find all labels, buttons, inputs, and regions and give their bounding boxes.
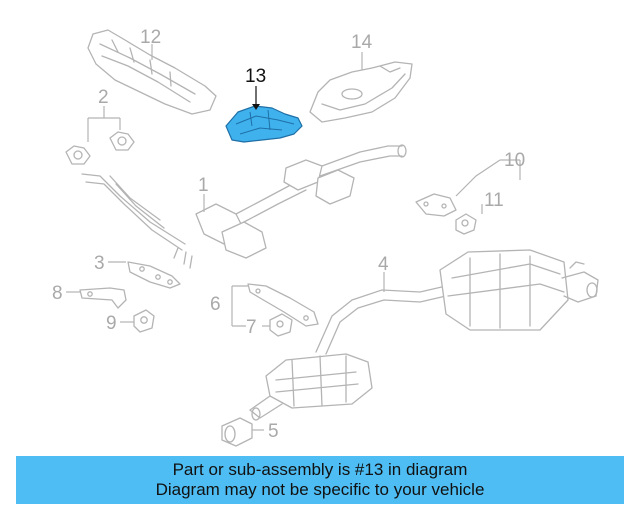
part-5-clamp [221,417,253,447]
part-14-heat-shield [309,61,413,123]
callout-10: 10 [504,150,525,171]
callout-6: 6 [210,294,221,315]
part-1-front-pipe-assembly [81,144,407,269]
callout-11: 11 [484,190,504,211]
part-2-gaskets [65,131,135,165]
callout-2: 2 [98,87,109,108]
exhaust-parts-diagram: 12 14 13 2 [52,27,599,447]
callout-9: 9 [106,313,117,334]
part-10-hanger-bracket [415,193,457,217]
center-muffler [249,353,373,421]
callout-14: 14 [351,32,373,53]
leader-10 [455,159,521,197]
callout-12: 12 [140,27,161,48]
callout-1: 1 [198,175,209,196]
leader-6 [231,285,248,327]
callout-8: 8 [52,283,63,304]
part-6-hanger-bracket [247,283,319,327]
part-13-heat-shield-highlighted [225,105,303,143]
callout-13: 13 [245,66,266,87]
info-banner: Part or sub-assembly is #13 in diagram D… [16,456,624,504]
part-3-bracket [127,261,181,289]
leader-13-arrowhead [252,104,260,110]
callout-3: 3 [94,253,105,274]
part-4-rear-muffler-assembly [315,249,599,355]
caption-line-1: Part or sub-assembly is #13 in diagram [172,460,468,479]
leader-2 [87,106,121,142]
callout-7: 7 [246,317,257,338]
callout-5: 5 [268,421,279,442]
caption-line-2: Diagram may not be specific to your vehi… [155,480,485,499]
part-7-insulator [269,313,293,337]
part-12-heat-shield [87,29,217,115]
part-9-insulator [133,309,155,333]
part-8-hanger-bracket [79,287,127,309]
part-11-insulator [455,213,477,235]
callout-4: 4 [378,254,389,275]
